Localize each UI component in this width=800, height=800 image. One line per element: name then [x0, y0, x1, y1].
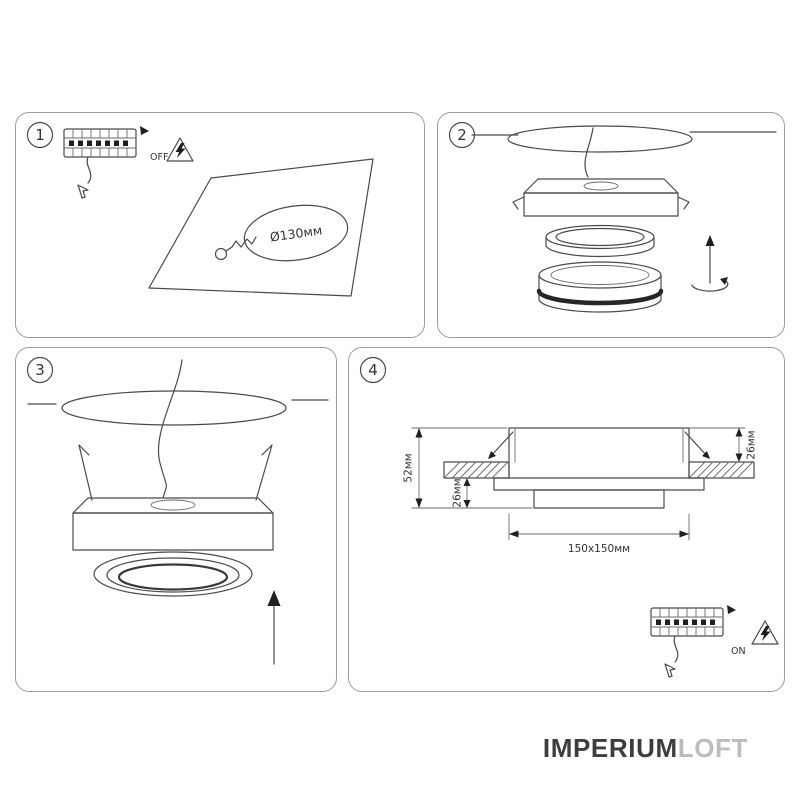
- dimension-cutout: 150x150мм: [508, 513, 690, 555]
- dimension-below-ceiling: 26мм: [452, 477, 471, 509]
- cross-section-diagram: 52мм 26мм 26мм: [403, 427, 758, 555]
- dim-above-ceiling-label: 26мм: [746, 430, 758, 459]
- step-2-illustration: 2: [448, 121, 777, 313]
- spring-clip-right: [684, 431, 710, 459]
- terminal-block-illustration: OFF: [63, 126, 168, 199]
- ceiling-section-right: [688, 461, 755, 479]
- lamp-trim-ring: [93, 551, 253, 597]
- ceiling-tile-cutout-illustration: Ø130мм: [148, 158, 374, 297]
- trim-flange: [493, 477, 705, 491]
- terminal-block-illustration: ON: [650, 605, 746, 678]
- cursor-arrow-icon: [727, 605, 736, 614]
- twist-insert-arrow-icon: [691, 235, 729, 292]
- spring-clip-right: [255, 444, 273, 501]
- fixture-frame: [512, 178, 690, 217]
- spring-clip-left: [78, 444, 93, 501]
- supply-wire: [584, 127, 594, 178]
- trim-body: [533, 489, 665, 509]
- brand-logo-secondary: LOFT: [677, 733, 748, 763]
- cursor-arrow-icon: [140, 126, 149, 135]
- switch-state-label: OFF: [150, 152, 168, 163]
- ceiling-hole-outline: [27, 390, 329, 426]
- step-number-badge: 3: [26, 356, 54, 384]
- switch-state-label: ON: [731, 646, 746, 657]
- step-3-panel: 3: [15, 347, 337, 692]
- brand-logo: IMPERIUMLOFT: [543, 733, 748, 764]
- dim-below-ceiling-label: 26мм: [452, 478, 464, 507]
- power-wire: [86, 156, 92, 184]
- lamp-module: [536, 261, 664, 313]
- dim-cutout-label: 150x150мм: [568, 543, 630, 555]
- power-wire: [673, 635, 679, 663]
- electrical-warning-icon: [166, 137, 194, 162]
- step-number: 1: [35, 126, 45, 144]
- supply-wire: [158, 359, 183, 499]
- step-number: 2: [457, 126, 467, 144]
- hole-saw-icon: [214, 236, 257, 261]
- ceiling-hole-outline: [471, 125, 777, 153]
- step-number-badge: 1: [26, 121, 54, 149]
- cutout-hole: Ø130мм: [243, 204, 349, 262]
- step-1-panel: 1 OFF Ø130мм: [15, 112, 425, 338]
- ceiling-tile: [148, 158, 374, 297]
- spring-clip-left: [488, 431, 514, 459]
- step-4-illustration: 4: [359, 356, 779, 678]
- dimension-total-height: 52мм: [403, 427, 533, 509]
- spring-clip-left: [512, 196, 525, 210]
- ceiling-section-left: [443, 461, 510, 479]
- hole-diameter-label: Ø130мм: [269, 222, 323, 244]
- electrical-warning-icon: [751, 620, 779, 645]
- hand-pointer-icon: [664, 663, 676, 678]
- hand-pointer-icon: [77, 184, 89, 199]
- step-number-badge: 4: [359, 356, 387, 384]
- trim-ring: [545, 224, 655, 258]
- step-number-badge: 2: [448, 121, 476, 149]
- dimension-above-ceiling: 26мм: [688, 427, 758, 463]
- housing-body: [508, 427, 690, 463]
- step-4-panel: 4: [348, 347, 785, 692]
- step-1-illustration: 1 OFF Ø130мм: [26, 121, 374, 297]
- dim-total-height-label: 52мм: [403, 453, 415, 482]
- fixture-with-clips: [72, 444, 274, 551]
- spring-clip-right: [677, 196, 690, 210]
- step-number: 3: [35, 361, 45, 379]
- insert-up-arrow-icon: [267, 590, 281, 665]
- step-2-panel: 2: [437, 112, 785, 338]
- step-number: 4: [368, 361, 378, 379]
- brand-logo-primary: IMPERIUM: [542, 733, 678, 763]
- step-3-illustration: 3: [26, 356, 329, 665]
